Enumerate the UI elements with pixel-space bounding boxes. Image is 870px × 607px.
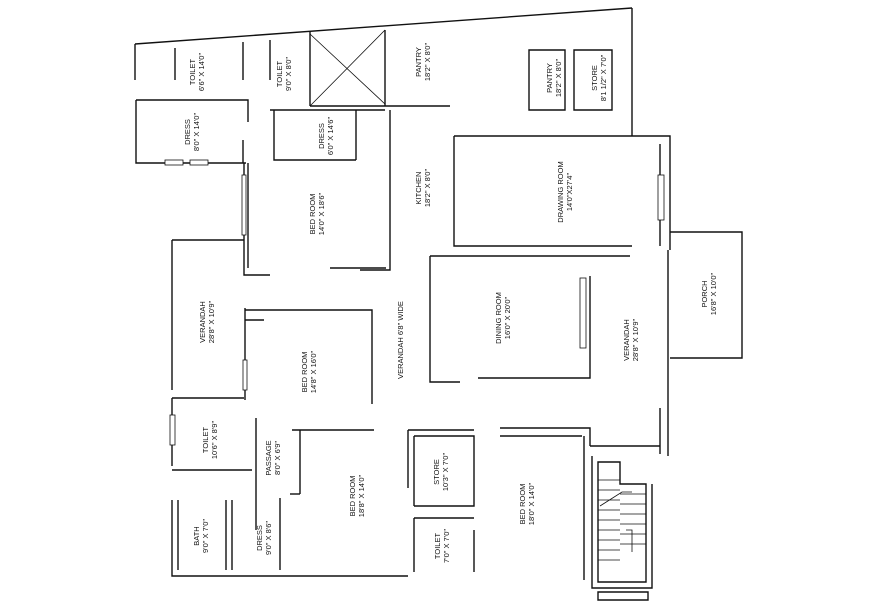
svg-text:BED ROOM: BED ROOM [518, 484, 527, 525]
room-bed-room-bottom-right: BED ROOM 18'0" X 14'0" [518, 482, 536, 525]
room-verandah-center: VERANDAH 6'8" WIDE [396, 301, 405, 379]
svg-text:8'0" X 14'0": 8'0" X 14'0" [192, 113, 201, 152]
svg-text:STORE: STORE [590, 65, 599, 91]
svg-text:8'1 1/2" X 7'0": 8'1 1/2" X 7'0" [599, 54, 608, 101]
room-store-bottom: STORE 10'3" X 7'0" [432, 453, 450, 492]
svg-text:KITCHEN: KITCHEN [414, 172, 423, 205]
svg-text:28'8" X 10'9": 28'8" X 10'9" [631, 318, 640, 361]
svg-text:PORCH: PORCH [700, 280, 709, 307]
svg-text:DRESS: DRESS [317, 123, 326, 149]
room-drawing-room: DRAWING ROOM 14'0"X27'4" [556, 161, 574, 222]
svg-text:VERANDAH 6'8" WIDE: VERANDAH 6'8" WIDE [396, 301, 405, 379]
svg-text:6'6" X 14'0": 6'6" X 14'0" [197, 53, 206, 92]
svg-text:9'0" X 8'6": 9'0" X 8'6" [264, 521, 273, 555]
svg-text:VERANDAH: VERANDAH [198, 301, 207, 343]
room-toilet-top-left: TOILET 6'6" X 14'0" [188, 53, 206, 92]
svg-text:28'8" X 10'9": 28'8" X 10'9" [207, 300, 216, 343]
svg-text:STORE: STORE [432, 459, 441, 485]
svg-text:18'0" X 14'0": 18'0" X 14'0" [527, 482, 536, 525]
svg-text:18'2" X 8'0": 18'2" X 8'0" [554, 59, 563, 98]
svg-text:10'3" X 7'0": 10'3" X 7'0" [441, 453, 450, 492]
svg-text:BATH: BATH [192, 526, 201, 545]
svg-text:BED ROOM: BED ROOM [300, 352, 309, 393]
svg-text:18'2" X 8'0": 18'2" X 8'0" [423, 169, 432, 208]
svg-text:10'6" X 8'9": 10'6" X 8'9" [210, 421, 219, 460]
svg-text:DRESS: DRESS [255, 525, 264, 551]
svg-text:6'0" X 14'6": 6'0" X 14'6" [326, 117, 335, 156]
svg-text:PANTRY: PANTRY [414, 47, 423, 77]
room-dining-room: DINING ROOM 16'0" X 20'0" [494, 292, 512, 344]
svg-text:PANTRY: PANTRY [545, 63, 554, 93]
room-verandah-left: VERANDAH 28'8" X 10'9" [198, 300, 216, 343]
svg-text:DRESS: DRESS [183, 119, 192, 145]
svg-text:16'8" X 10'0": 16'8" X 10'0" [709, 272, 718, 315]
room-toilet-left: TOILET 10'6" X 8'9" [201, 421, 219, 460]
room-passage: PASSAGE 8'0" X 6'9" [264, 440, 282, 475]
svg-text:BED ROOM: BED ROOM [308, 194, 317, 235]
svg-text:16'0" X 20'0": 16'0" X 20'0" [503, 296, 512, 339]
svg-text:14'8" X 16'0": 14'8" X 16'0" [309, 350, 318, 393]
room-pantry-right: PANTRY 18'2" X 8'0" [545, 59, 563, 98]
walls [134, 7, 743, 601]
svg-text:14'0"X27'4": 14'0"X27'4" [565, 173, 574, 212]
svg-text:DINING ROOM: DINING ROOM [494, 292, 503, 344]
svg-text:VERANDAH: VERANDAH [622, 319, 631, 361]
svg-text:TOILET: TOILET [433, 533, 442, 560]
svg-text:18'2" X 8'0": 18'2" X 8'0" [423, 43, 432, 82]
room-kitchen: KITCHEN 18'2" X 8'0" [414, 169, 432, 208]
room-labels: TOILET 6'6" X 14'0" TOILET 9'0" X 8'0" P… [183, 43, 718, 563]
room-bed-room-bottom-left: BED ROOM 18'8" X 14'0" [348, 474, 366, 517]
svg-text:18'8" X 14'0": 18'8" X 14'0" [357, 474, 366, 517]
room-verandah-right: VERANDAH 28'8" X 10'9" [622, 318, 640, 361]
svg-text:9'0" X 8'0": 9'0" X 8'0" [284, 57, 293, 91]
svg-text:BED ROOM: BED ROOM [348, 476, 357, 517]
room-dress-top-mid: DRESS 6'0" X 14'6" [317, 117, 335, 156]
room-pantry-top: PANTRY 18'2" X 8'0" [414, 43, 432, 82]
svg-text:8'0" X 6'9": 8'0" X 6'9" [273, 441, 282, 475]
svg-text:TOILET: TOILET [275, 61, 284, 88]
room-bed-room-mid: BED ROOM 14'8" X 16'0" [300, 350, 318, 393]
room-store-top-right: STORE 8'1 1/2" X 7'0" [590, 54, 608, 101]
svg-text:TOILET: TOILET [201, 427, 210, 454]
svg-text:14'0" X 18'6": 14'0" X 18'6" [317, 192, 326, 235]
room-dress-top-left: DRESS 8'0" X 14'0" [183, 113, 201, 152]
svg-text:TOILET: TOILET [188, 59, 197, 86]
room-bed-room-top: BED ROOM 14'0" X 18'6" [308, 192, 326, 235]
room-dress-bottom: DRESS 9'0" X 8'6" [255, 521, 273, 555]
room-porch: PORCH 16'8" X 10'0" [700, 272, 718, 315]
svg-text:7'0" X 7'0": 7'0" X 7'0" [442, 529, 451, 563]
room-toilet-top-mid: TOILET 9'0" X 8'0" [275, 57, 293, 91]
svg-text:9'0" X 7'0": 9'0" X 7'0" [201, 519, 210, 553]
svg-text:DRAWING ROOM: DRAWING ROOM [556, 161, 565, 222]
room-toilet-bottom: TOILET 7'0" X 7'0" [433, 529, 451, 563]
room-bath: BATH 9'0" X 7'0" [192, 519, 210, 553]
svg-text:PASSAGE: PASSAGE [264, 440, 273, 475]
